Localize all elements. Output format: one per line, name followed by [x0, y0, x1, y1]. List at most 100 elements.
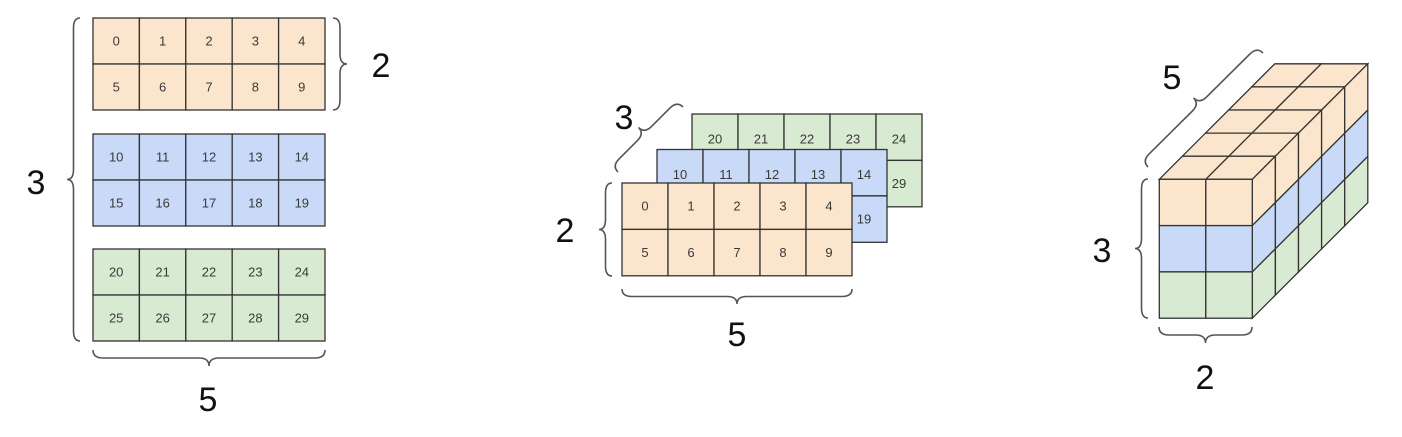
cell-value: 25 — [109, 311, 123, 326]
cell-value: 28 — [248, 311, 262, 326]
brace-cols — [92, 349, 326, 367]
cell-value: 10 — [673, 167, 687, 182]
cell-value: 7 — [205, 80, 212, 95]
cell-value: 2 — [733, 199, 740, 214]
cell-value: 15 — [109, 196, 123, 211]
array-cell — [231, 294, 280, 342]
cube-front-face-cell — [1158, 271, 1207, 319]
brace-depth — [66, 17, 81, 342]
array-cell — [138, 248, 187, 296]
array-cell — [92, 248, 141, 296]
left-label-rows: 2 — [372, 47, 391, 85]
array-cell — [277, 294, 326, 342]
array-cell — [138, 179, 187, 227]
array-cell — [185, 63, 233, 111]
cell-value: 19 — [295, 196, 309, 211]
middle-label-cols: 5 — [728, 316, 747, 354]
cell-value: 1 — [159, 34, 166, 49]
array-cell — [667, 182, 715, 231]
cell-value: 23 — [846, 132, 860, 147]
middle-label-depth: 3 — [615, 99, 634, 137]
layer-0: 0 1 2 3 4 5 6 7 8 9 — [92, 17, 326, 111]
right-label-depth: 5 — [1163, 59, 1182, 97]
cell-value: 12 — [765, 167, 779, 182]
array-cell — [621, 228, 669, 277]
cube-front-face-cell — [1205, 271, 1253, 319]
cell-value: 14 — [295, 150, 309, 165]
cell-value: 2 — [205, 34, 212, 49]
cell-value: 8 — [779, 245, 786, 260]
cell-value: 23 — [248, 265, 262, 280]
cell-value: 29 — [892, 176, 906, 191]
brace-rows — [332, 17, 348, 111]
middle-label-rows: 2 — [556, 212, 575, 250]
array-cell — [185, 294, 233, 342]
cell-value: 7 — [733, 245, 740, 260]
cell-value: 10 — [109, 150, 123, 165]
array-cell — [185, 248, 233, 296]
cell-value: 26 — [155, 311, 169, 326]
right-diagram-cube — [1134, 49, 1370, 344]
cell-value: 1 — [687, 199, 694, 214]
array-cell — [231, 63, 280, 111]
array-cell — [138, 63, 187, 111]
left-label-cols: 5 — [199, 381, 218, 419]
array-cell — [92, 17, 141, 65]
right-label-rows: 3 — [1093, 232, 1112, 270]
array-cell — [92, 63, 141, 111]
cube-front-face-cell — [1158, 224, 1207, 273]
cell-value: 4 — [298, 34, 305, 49]
brace-rows — [1134, 178, 1149, 319]
cell-value: 11 — [719, 167, 733, 182]
cell-value: 12 — [202, 150, 216, 165]
cell-value: 24 — [295, 265, 309, 280]
brace-rows — [598, 182, 613, 277]
array-cell — [277, 179, 326, 227]
array-cell — [805, 228, 853, 277]
array-cell — [138, 133, 187, 181]
cell-value: 27 — [202, 311, 216, 326]
cell-value: 11 — [156, 150, 170, 165]
cell-value: 13 — [248, 150, 262, 165]
cell-value: 0 — [641, 199, 648, 214]
cell-value: 3 — [779, 199, 786, 214]
cell-value: 20 — [708, 132, 722, 147]
cell-value: 21 — [155, 265, 169, 280]
cell-value: 19 — [857, 212, 871, 227]
cell-value: 29 — [295, 311, 309, 326]
cell-value: 6 — [687, 245, 694, 260]
cell-value: 21 — [754, 132, 768, 147]
cell-value: 14 — [857, 167, 871, 182]
cube-front-face-cell — [1205, 224, 1253, 273]
cell-value: 6 — [159, 80, 166, 95]
array-cell — [231, 133, 280, 181]
cell-value: 9 — [298, 80, 305, 95]
right-label-cols: 2 — [1196, 359, 1215, 397]
cell-value: 5 — [113, 80, 120, 95]
cell-value: 17 — [202, 196, 216, 211]
cell-value: 16 — [155, 196, 169, 211]
cube-side-face-cell — [1344, 154, 1369, 228]
array-cell — [138, 17, 187, 65]
cell-value: 3 — [252, 34, 259, 49]
cell-value: 4 — [825, 199, 832, 214]
cell-value: 0 — [113, 34, 120, 49]
array-cell — [231, 179, 280, 227]
array-cell — [92, 179, 141, 227]
array-cell — [667, 228, 715, 277]
cell-value: 9 — [825, 245, 832, 260]
cell-value: 20 — [109, 265, 123, 280]
array-cell — [138, 294, 187, 342]
left-label-depth: 3 — [27, 164, 46, 202]
layer-0: 0 1 2 3 4 5 6 7 8 9 — [621, 182, 853, 277]
cube-front-face-cell — [1158, 178, 1207, 227]
cell-value: 8 — [252, 80, 259, 95]
cell-value: 5 — [641, 245, 648, 260]
cell-value: 24 — [892, 132, 906, 147]
array-cell — [277, 63, 326, 111]
array-cell — [759, 228, 807, 277]
